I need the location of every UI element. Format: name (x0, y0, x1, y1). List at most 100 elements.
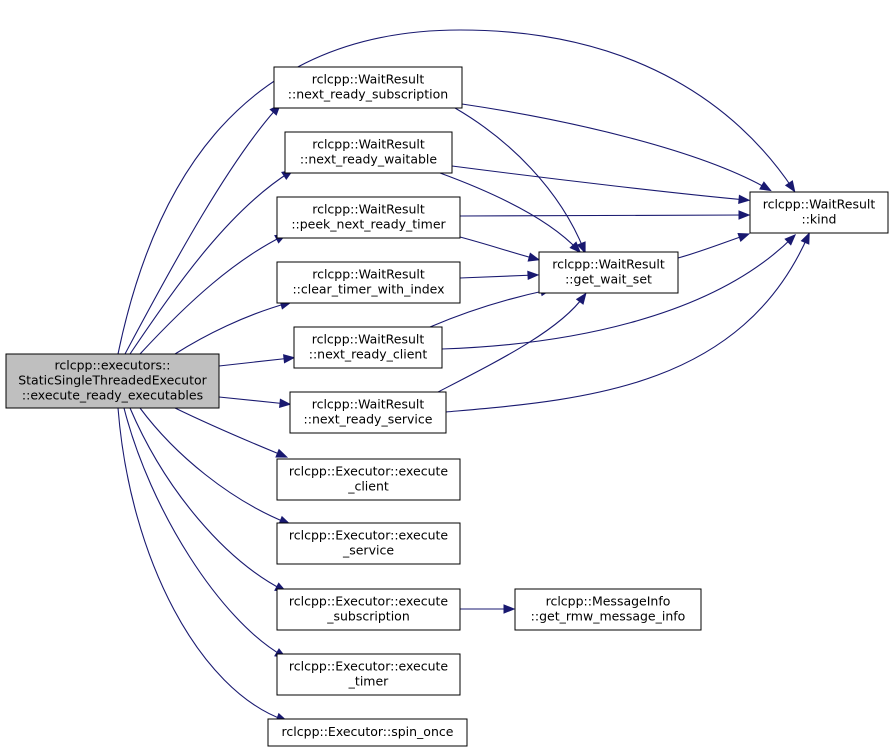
edge-next-ready-subscription-to-get-wait-set-arrowhead (576, 241, 586, 255)
node-label-line: rclcpp::WaitResult (763, 197, 876, 212)
node-label-line: rclcpp::WaitResult (312, 267, 425, 282)
node-next-ready-service[interactable]: rclcpp::WaitResult::next_ready_service (289, 391, 447, 434)
node-label-line: ::next_ready_subscription (288, 87, 448, 102)
node-label-line: rclcpp::WaitResult (312, 332, 425, 347)
node-label-line: ::next_ready_service (304, 412, 433, 427)
edge-next-ready-waitable-to-get-wait-set (439, 172, 579, 251)
edge-get-wait-set-to-kind-arrowhead (737, 232, 751, 242)
edge-next-ready-service-to-kind (445, 235, 809, 413)
node-label-line: _service (342, 543, 394, 558)
node-label-line: ::next_ready_client (309, 347, 428, 362)
node-label-line: rclcpp::Executor::execute (289, 594, 449, 609)
node-label-line: _client (347, 479, 389, 494)
edge-root-to-next-ready-client (218, 357, 292, 367)
node-box (538, 251, 679, 294)
node-label-line: rclcpp::WaitResult (312, 72, 425, 87)
node-box (273, 66, 463, 109)
edge-root-to-next-ready-waitable (129, 171, 291, 355)
node-label-line: rclcpp::executors:: (55, 358, 171, 373)
node-execute-subscription[interactable]: rclcpp::Executor::execute_subscription (276, 588, 461, 631)
node-label-line: ::clear_timer_with_index (292, 282, 444, 297)
edge-next-ready-client-to-kind (441, 236, 794, 350)
edge-next-ready-waitable-to-get-wait-set-arrowhead (569, 241, 582, 254)
node-label-line: rclcpp::WaitResult (312, 397, 425, 412)
node-execute-client[interactable]: rclcpp::Executor::execute_client (276, 458, 461, 501)
node-label-line: rclcpp::MessageInfo (546, 594, 671, 609)
edge-next-ready-service-to-get-wait-set-arrowhead (575, 292, 587, 305)
edge-root-to-execute-service (139, 407, 288, 524)
edges-layer (117, 29, 810, 722)
node-label-line: ::get_wait_set (565, 272, 652, 287)
node-box (276, 588, 461, 631)
edge-clear-timer-with-index-to-get-wait-set (459, 274, 536, 279)
node-label-line: ::execute_ready_executables (22, 388, 203, 403)
node-get-wait-set[interactable]: rclcpp::WaitResult::get_wait_set (538, 251, 679, 294)
node-box (293, 326, 443, 369)
node-box (276, 196, 461, 239)
node-label-line: rclcpp::WaitResult (312, 202, 425, 217)
edge-peek-next-ready-timer-to-kind-arrowhead (738, 210, 751, 220)
node-label-line: rclcpp::Executor::execute (289, 528, 449, 543)
node-label-line: StaticSingleThreadedExecutor (18, 373, 207, 388)
edge-next-ready-service-to-kind-arrowhead (800, 232, 810, 245)
node-label-line: rclcpp::Executor::execute (289, 464, 449, 479)
edge-next-ready-subscription-to-kind (461, 103, 769, 190)
node-get-rmw-message-info[interactable]: rclcpp::MessageInfo::get_rmw_message_inf… (514, 588, 702, 631)
edge-next-ready-client-to-get-wait-set (429, 289, 549, 328)
edge-peek-next-ready-timer-to-get-wait-set (459, 236, 537, 260)
edge-get-wait-set-to-kind (677, 234, 747, 259)
node-peek-next-ready-timer[interactable]: rclcpp::WaitResult::peek_next_ready_time… (276, 196, 461, 239)
edge-next-ready-waitable-to-kind (451, 165, 747, 201)
edge-root-to-execute-client-arrowhead (275, 448, 289, 458)
edge-execute-subscription-to-get-rmw-message-info-arrowhead (503, 604, 516, 614)
node-clear-timer-with-index[interactable]: rclcpp::WaitResult::clear_timer_with_ind… (276, 261, 461, 304)
edge-next-ready-subscription-to-kind-arrowhead (759, 181, 772, 192)
edge-root-to-spin-once (117, 407, 285, 721)
edge-clear-timer-with-index-to-get-wait-set-arrowhead (527, 270, 540, 281)
node-box (284, 131, 453, 174)
edge-root-to-next-ready-client-arrowhead (283, 354, 296, 364)
node-box (5, 353, 220, 409)
node-label-line: ::next_ready_waitable (300, 152, 437, 167)
node-label-line: ::get_rmw_message_info (531, 609, 686, 624)
edge-root-to-kind-arrowhead (784, 180, 796, 193)
node-label-line: _subscription (326, 609, 410, 624)
nodes-layer: rclcpp::executors::StaticSingleThreadedE… (5, 66, 889, 747)
node-kind[interactable]: rclcpp::WaitResult::kind (749, 191, 889, 234)
node-box (514, 588, 702, 631)
edge-root-to-next-ready-service (218, 396, 288, 405)
node-next-ready-waitable[interactable]: rclcpp::WaitResult::next_ready_waitable (284, 131, 453, 174)
edge-root-to-next-ready-subscription (124, 106, 279, 355)
node-next-ready-client[interactable]: rclcpp::WaitResult::next_ready_client (293, 326, 443, 369)
node-label-line: rclcpp::Executor::spin_once (282, 724, 454, 739)
edge-next-ready-subscription-to-get-wait-set (454, 107, 585, 251)
node-label-line: ::kind (802, 212, 837, 227)
node-execute-timer[interactable]: rclcpp::Executor::execute_timer (276, 653, 461, 696)
node-box (276, 458, 461, 501)
edge-root-to-execute-client (174, 407, 285, 457)
node-box (276, 653, 461, 696)
node-box (276, 261, 461, 304)
node-spin-once[interactable]: rclcpp::Executor::spin_once (267, 718, 468, 747)
node-label-line: rclcpp::Executor::execute (289, 659, 449, 674)
node-root[interactable]: rclcpp::executors::StaticSingleThreadedE… (5, 353, 220, 409)
edge-next-ready-waitable-to-kind-arrowhead (738, 194, 751, 204)
node-label-line: rclcpp::WaitResult (552, 257, 665, 272)
node-box (267, 718, 468, 747)
node-label-line: rclcpp::WaitResult (312, 137, 425, 152)
edge-root-to-execute-timer (123, 407, 284, 657)
node-label-line: _timer (348, 674, 389, 689)
edge-next-ready-client-to-kind-arrowhead (784, 233, 797, 246)
edge-next-ready-service-to-get-wait-set (437, 295, 585, 393)
edge-root-to-next-ready-service-arrowhead (279, 398, 292, 408)
edge-peek-next-ready-timer-to-kind (459, 214, 747, 217)
edge-root-to-clear-timer-with-index (174, 302, 289, 355)
node-box (289, 391, 447, 434)
node-box (749, 191, 889, 234)
edge-peek-next-ready-timer-to-get-wait-set-arrowhead (527, 252, 541, 262)
node-execute-service[interactable]: rclcpp::Executor::execute_service (276, 522, 461, 565)
node-next-ready-subscription[interactable]: rclcpp::WaitResult::next_ready_subscript… (273, 66, 463, 109)
edge-root-to-peek-next-ready-timer (139, 235, 284, 355)
node-box (276, 522, 461, 565)
